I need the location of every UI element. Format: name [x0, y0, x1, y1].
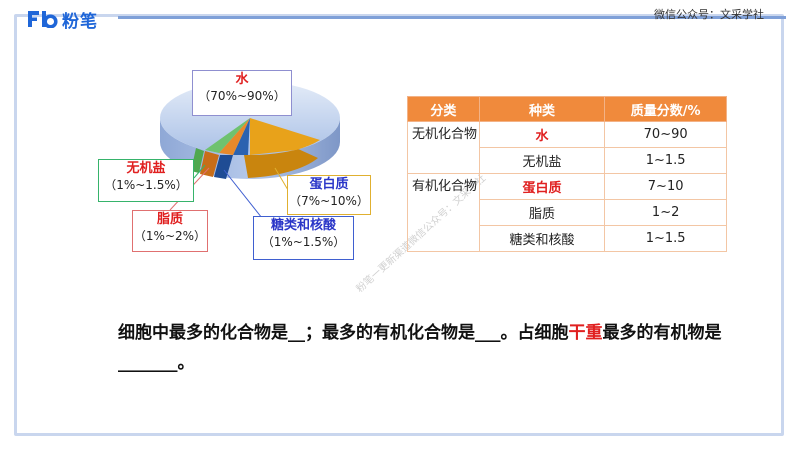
table-cell-category: 有机化合物	[407, 173, 480, 252]
table-cell-category: 无机化合物	[407, 121, 480, 174]
table-cell-kind: 无机盐	[478, 147, 606, 174]
brand-name: 粉笔	[62, 11, 98, 32]
leader-protein	[274, 167, 289, 191]
callout-protein-name: 蛋白质	[309, 177, 349, 192]
callout-protein-pct: （7%~10%）	[289, 194, 369, 208]
question-part1: 细胞中最多的化合物是__；最多的有机化合物是___。占细胞	[118, 323, 569, 343]
table-cell-value: 1~2	[604, 199, 727, 226]
callout-sugar: 糖类和核酸 （1%~1.5%）	[253, 216, 354, 260]
callout-sugar-pct: （1%~1.5%）	[261, 235, 346, 249]
pie-slice-salt	[205, 118, 250, 153]
table-cell-kind: 水	[478, 121, 606, 148]
pie-slice-protein	[250, 118, 320, 155]
table-header-kind: 种类	[478, 96, 606, 122]
callout-lipid-pct: （1%~2%）	[133, 229, 207, 243]
leader-sugar	[223, 169, 263, 219]
callout-protein: 蛋白质 （7%~10%）	[287, 175, 371, 215]
composition-table: 分类 种类 质量分数/% 无机化合物 水 70~90 无机盐 1~1.5 有机化…	[407, 96, 727, 252]
table-row: 糖类和核酸 1~1.5	[408, 225, 727, 252]
fenbi-logo-icon	[28, 11, 58, 28]
table-cell-kind: 脂质	[478, 199, 606, 226]
question-highlight: 干重	[568, 323, 603, 343]
pie-side-salt	[191, 148, 204, 173]
pie-side-sugar	[214, 155, 233, 179]
header-rule	[118, 16, 786, 19]
callout-salt-pct: （1%~1.5%）	[104, 178, 188, 192]
table-header-category: 分类	[407, 96, 480, 122]
table-header-row: 分类 种类 质量分数/%	[407, 96, 727, 122]
callout-water: 水 （70%~90%）	[192, 70, 292, 116]
callout-salt-name: 无机盐	[126, 161, 166, 176]
callout-sugar-name: 糖类和核酸	[270, 218, 336, 233]
table-row: 无机化合物 水 70~90	[407, 121, 727, 174]
table-header-value: 质量分数/%	[604, 96, 727, 122]
table-cell-value: 70~90	[604, 121, 727, 148]
table-cell-value: 7~10	[604, 173, 727, 200]
question-text: 细胞中最多的化合物是__；最多的有机化合物是___。占细胞干重最多的有机物是__…	[118, 318, 758, 378]
callout-lipid: 脂质 （1%~2%）	[132, 210, 208, 252]
brand-logo: 粉笔	[28, 8, 98, 32]
callout-lipid-name: 脂质	[156, 212, 183, 227]
callout-water-pct: （70%~90%）	[198, 89, 286, 103]
callout-water-name: 水	[235, 72, 249, 87]
pie-side-lipid	[200, 151, 219, 177]
header-watermark: 微信公众号：文采学社	[654, 8, 764, 21]
table-row: 有机化合物 蛋白质 7~10	[407, 173, 727, 252]
table-cell-value: 1~1.5	[604, 147, 727, 174]
table-cell-kind: 蛋白质	[478, 173, 606, 200]
table-cell-kind: 糖类和核酸	[478, 225, 606, 252]
question-part2: 最多的有机物是_______。	[118, 323, 722, 373]
pie-slice-lipid	[219, 118, 250, 155]
callout-salt: 无机盐 （1%~1.5%）	[98, 159, 194, 202]
leader-salt	[193, 164, 206, 179]
pie-side-protein	[244, 148, 318, 178]
table-cell-value: 1~1.5	[604, 225, 727, 252]
